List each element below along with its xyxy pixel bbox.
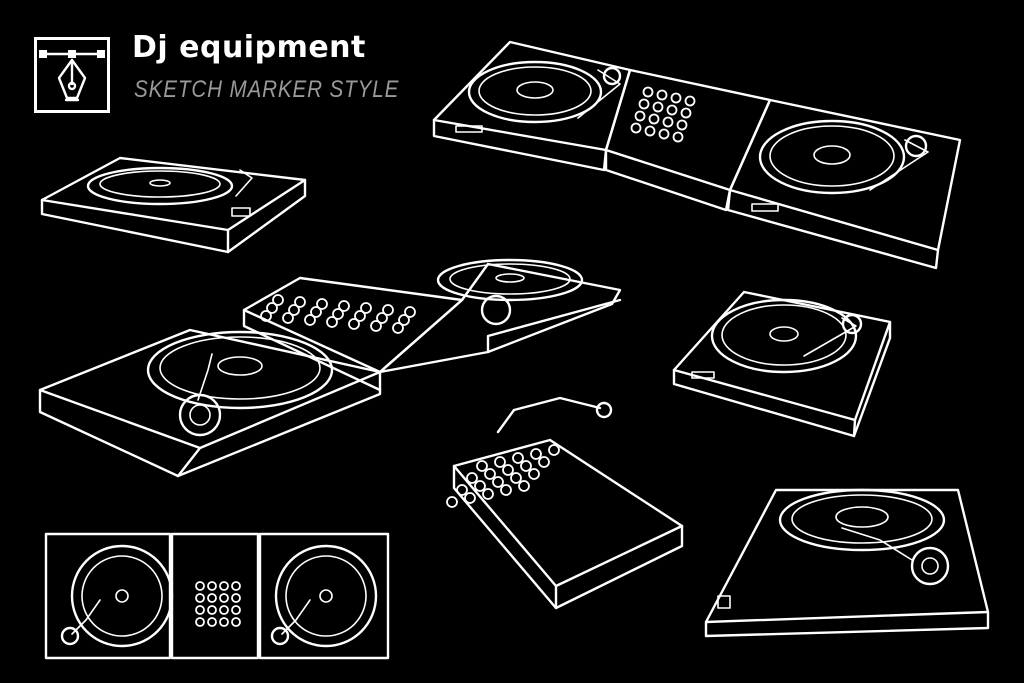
mixer-knob	[207, 593, 217, 603]
mixer-knob	[680, 107, 692, 119]
mixer-illustration	[446, 396, 684, 610]
mixer-knob	[456, 484, 468, 496]
mixer-knob	[656, 89, 668, 101]
mixer-knob	[672, 131, 684, 143]
mixer-knob	[260, 310, 272, 322]
mixer-knob	[310, 306, 322, 318]
mixer-knob	[272, 294, 284, 306]
mixer-knob	[354, 310, 366, 322]
turntable-illustration-b	[672, 290, 892, 438]
mixer-knob	[502, 464, 514, 476]
mixer-knob	[500, 484, 512, 496]
pen-tool-icon	[39, 50, 105, 102]
mixer-knob	[195, 581, 205, 591]
mixer-knob	[548, 444, 560, 456]
mixer-knob	[360, 302, 372, 314]
mixer-knob	[464, 492, 476, 504]
mixer-knob	[370, 320, 382, 332]
dj-setup-illustration-center	[38, 258, 622, 478]
mixer-knob	[642, 86, 654, 98]
turntable-illustration-c	[704, 488, 990, 638]
mixer-knob	[376, 312, 388, 324]
mixer-knob	[231, 581, 241, 591]
mixer-knob	[494, 456, 506, 468]
mixer-knob	[404, 306, 416, 318]
mixer-knob	[219, 605, 229, 615]
mixer-knob	[630, 122, 642, 134]
mixer-knob	[538, 456, 550, 468]
mixer-knob	[474, 480, 486, 492]
mixer-knob	[518, 480, 530, 492]
mixer-knob	[219, 593, 229, 603]
mixer-knob	[207, 617, 217, 627]
mixer-knob	[644, 125, 656, 137]
mixer-knob	[638, 98, 650, 110]
dj-setup-illustration-top	[432, 40, 962, 270]
mixer-knob	[304, 314, 316, 326]
mixer-knob	[231, 593, 241, 603]
mixer-knob	[195, 617, 205, 627]
mixer-knob	[510, 472, 522, 484]
mixer-knob	[512, 452, 524, 464]
mixer-knob	[392, 322, 404, 334]
mixer-knob	[492, 476, 504, 488]
mixer-knob	[676, 119, 688, 131]
mixer-knob	[530, 448, 542, 460]
mixer-knob	[652, 101, 664, 113]
mixer-knob	[231, 605, 241, 615]
mixer-knob	[316, 298, 328, 310]
page-subtitle: SKETCH MARKER STYLE	[134, 76, 400, 103]
mixer-knob	[219, 581, 229, 591]
mixer-knob	[476, 460, 488, 472]
mixer-knob	[666, 104, 678, 116]
mixer-knob	[266, 302, 278, 314]
mixer-knob	[207, 605, 217, 615]
mixer-knob	[348, 318, 360, 330]
mixer-knob	[288, 304, 300, 316]
mixer-knob	[282, 312, 294, 324]
mixer-knob	[648, 113, 660, 125]
mixer-knob	[484, 468, 496, 480]
mixer-knob	[338, 300, 350, 312]
mixer-knob	[294, 296, 306, 308]
mixer-knob	[658, 128, 670, 140]
logo-box	[34, 37, 110, 113]
dj-setup-illustration-flat	[44, 532, 390, 660]
mixer-knob	[382, 304, 394, 316]
mixer-knob	[326, 316, 338, 328]
mixer-knob	[446, 496, 458, 508]
mixer-knob	[231, 617, 241, 627]
turntable-illustration-a	[40, 156, 307, 254]
mixer-knob	[195, 593, 205, 603]
page-title: Dj equipment	[132, 30, 366, 65]
mixer-knob	[219, 617, 229, 627]
mixer-knob	[684, 95, 696, 107]
mixer-knob	[634, 110, 646, 122]
mixer-knob	[398, 314, 410, 326]
mixer-knob	[332, 308, 344, 320]
mixer-knob	[670, 92, 682, 104]
mixer-knob	[482, 488, 494, 500]
mixer-knob	[207, 581, 217, 591]
mixer-knob	[662, 116, 674, 128]
mixer-knob	[528, 468, 540, 480]
mixer-knob	[520, 460, 532, 472]
mixer-knob	[195, 605, 205, 615]
mixer-knob	[466, 472, 478, 484]
